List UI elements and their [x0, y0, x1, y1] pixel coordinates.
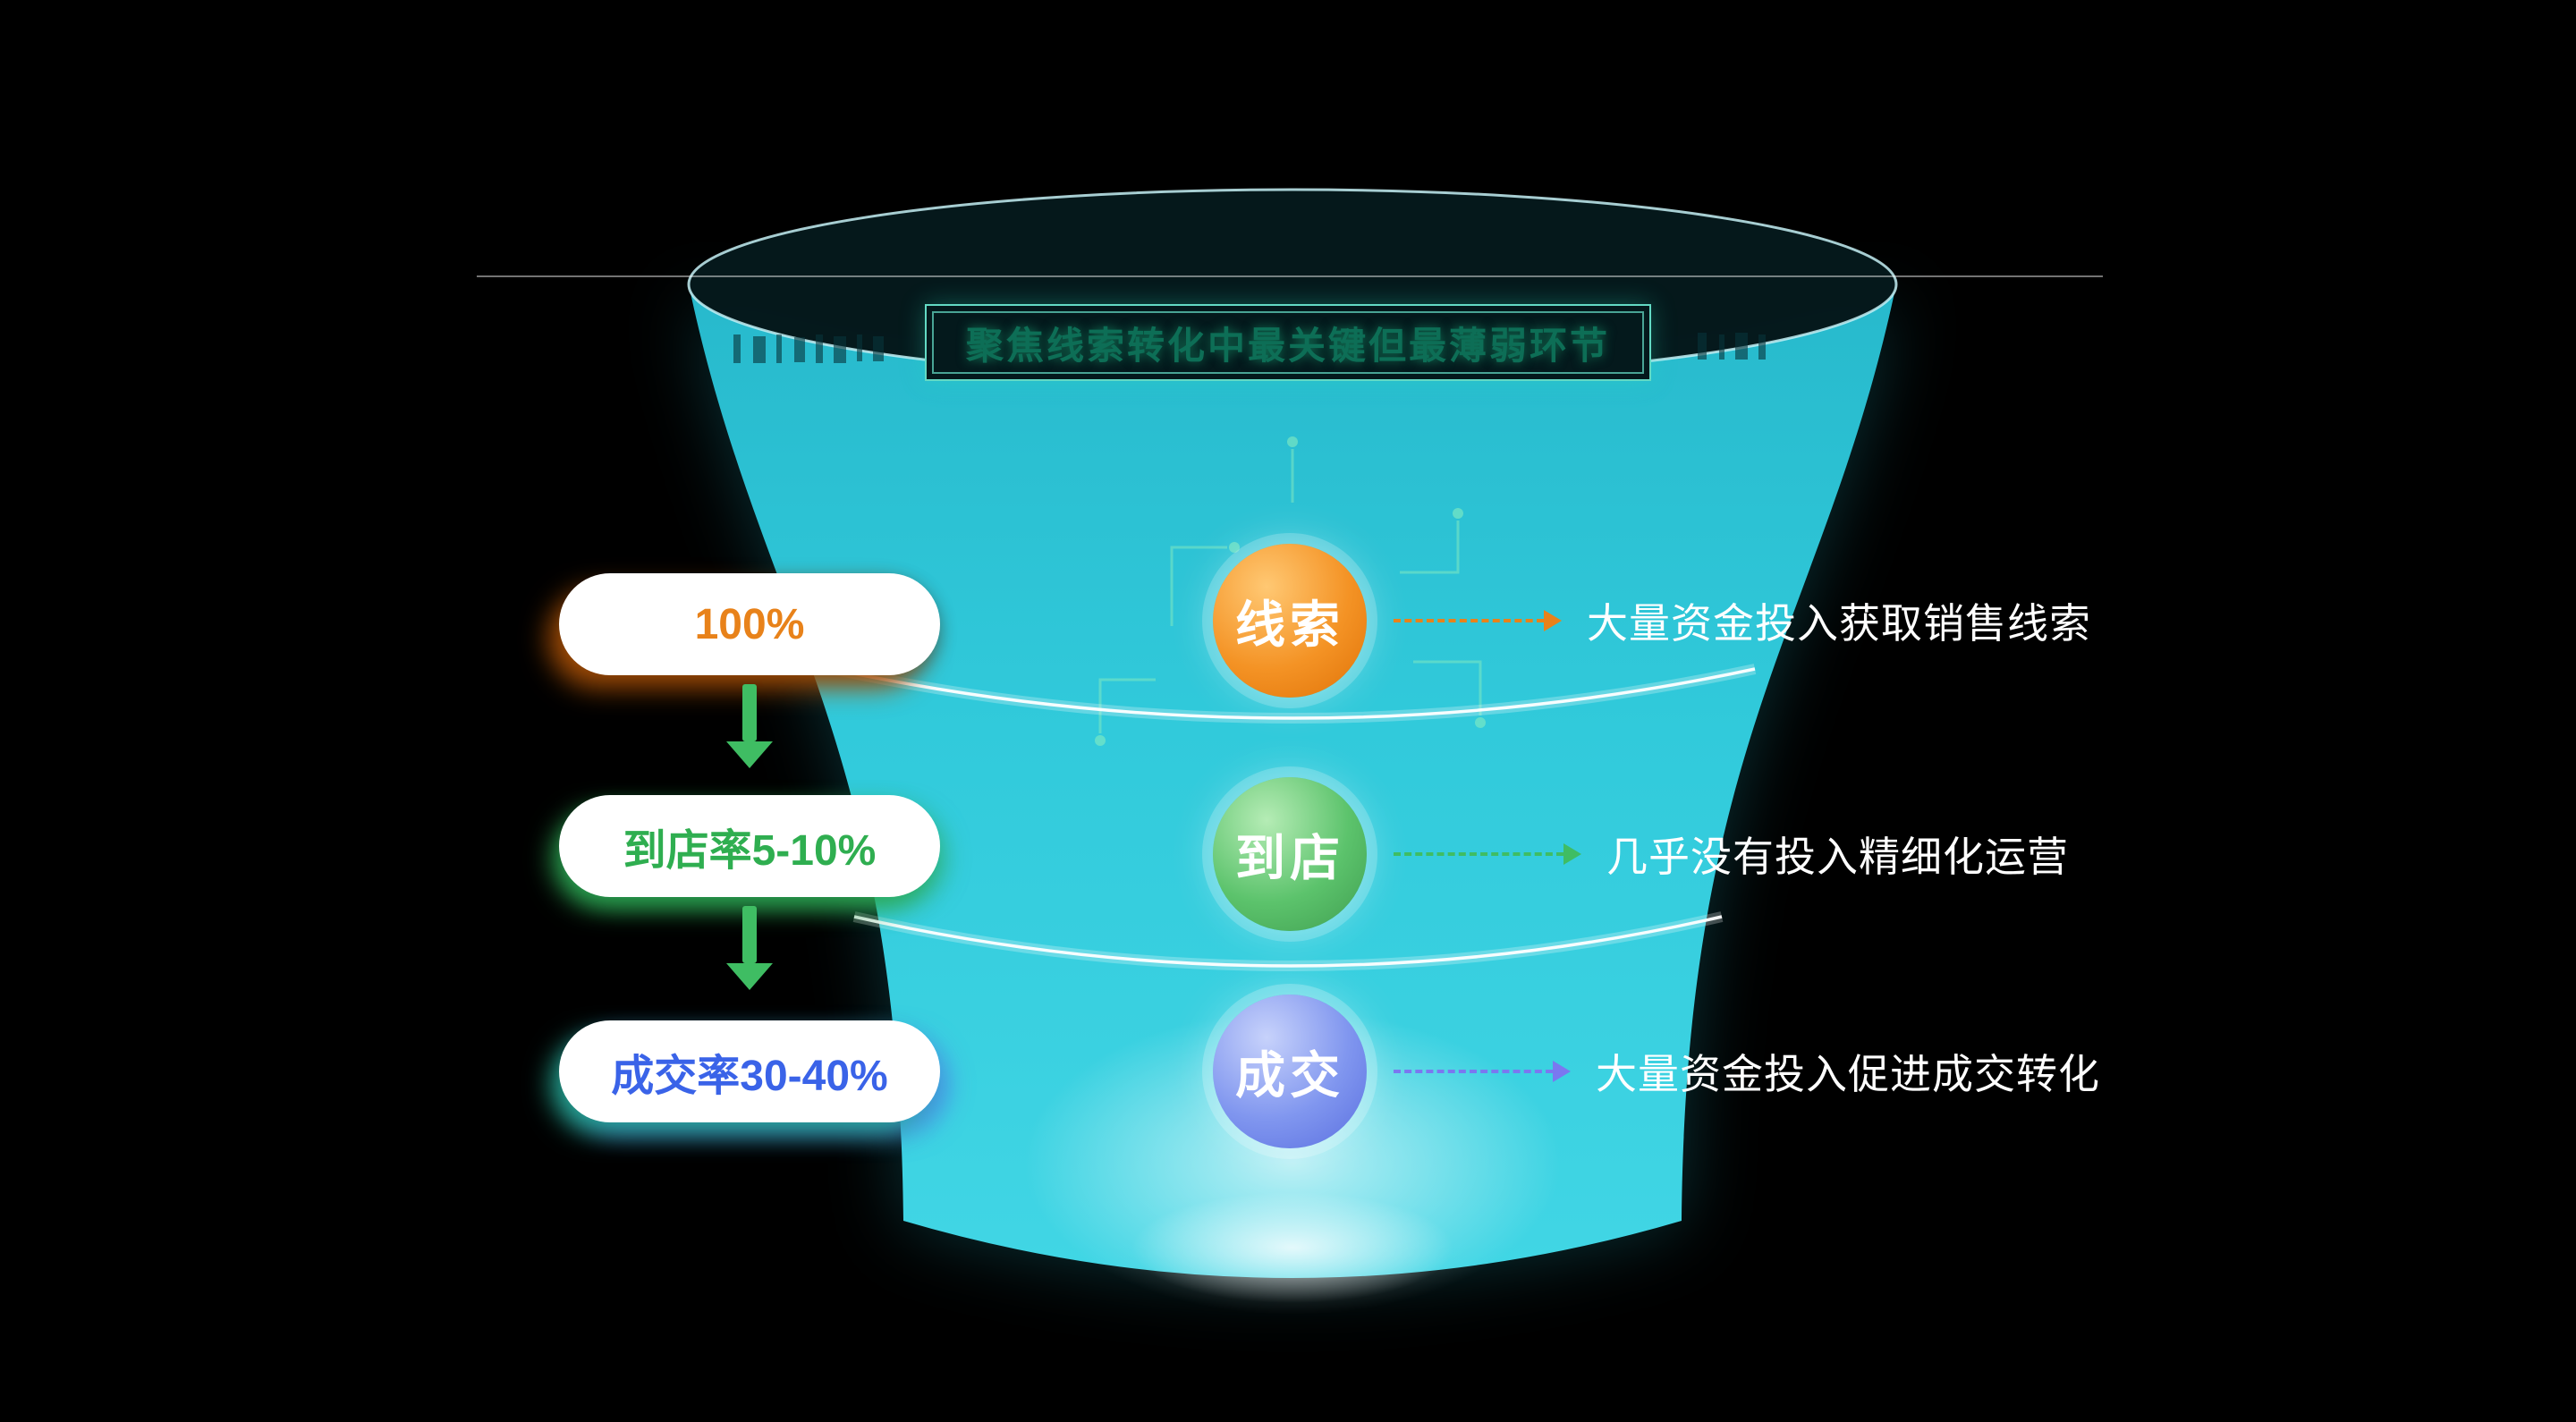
- funnel-bottom-glow: [1024, 1011, 1561, 1315]
- annotation-deal-text: 大量资金投入促进成交转化: [1596, 1051, 2100, 1097]
- funnel-node-visit: 到店: [1213, 777, 1367, 931]
- annotation-visit-text: 几乎没有投入精细化运营: [1606, 834, 2069, 880]
- dashed-connector: [1394, 852, 1563, 856]
- rate-pill-visit: 到店率5-10%: [559, 795, 940, 897]
- rate-pill-leads: 100%: [559, 573, 940, 675]
- rate-pill-visit-label: 到店率5-10%: [623, 827, 877, 875]
- down-arrow-head: [726, 741, 773, 768]
- title-banner: 聚焦线索转化中最关键但最薄弱环节: [925, 304, 1651, 381]
- down-arrow-icon: [726, 684, 773, 768]
- funnel-node-visit-label: 到店: [1235, 829, 1344, 886]
- annotation-leads-text: 大量资金投入获取销售线索: [1587, 600, 2091, 647]
- title-text: 聚焦线索转化中最关键但最薄弱环节: [965, 324, 1610, 367]
- down-arrow-shaft: [742, 906, 757, 963]
- rim-tick-texture: [733, 333, 1766, 363]
- circuit-decoration-icon: [1095, 436, 1486, 746]
- down-arrow-icon: [726, 906, 773, 990]
- arrowhead-right-icon: [1563, 843, 1581, 865]
- funnel-divider-arcs: [830, 664, 1757, 971]
- dashed-connector: [1394, 619, 1544, 622]
- rate-pill-deal: 成交率30-40%: [559, 1020, 940, 1122]
- arrowhead-right-icon: [1544, 610, 1562, 631]
- funnel-node-leads: 线索: [1213, 544, 1367, 698]
- down-arrow-shaft: [742, 684, 757, 741]
- annotation-visit: 几乎没有投入精细化运营: [1394, 827, 2069, 881]
- down-arrow-head: [726, 963, 773, 990]
- dashed-connector: [1394, 1070, 1553, 1073]
- funnel-node-deal-label: 成交: [1235, 1046, 1344, 1104]
- rate-pill-deal-label: 成交率30-40%: [611, 1053, 888, 1100]
- annotation-leads: 大量资金投入获取销售线索: [1394, 594, 2091, 648]
- rate-pill-leads-label: 100%: [694, 600, 805, 648]
- arrowhead-right-icon: [1553, 1061, 1571, 1082]
- funnel-node-deal: 成交: [1213, 995, 1367, 1148]
- funnel-node-leads-label: 线索: [1235, 596, 1344, 653]
- annotation-deal: 大量资金投入促进成交转化: [1394, 1045, 2100, 1098]
